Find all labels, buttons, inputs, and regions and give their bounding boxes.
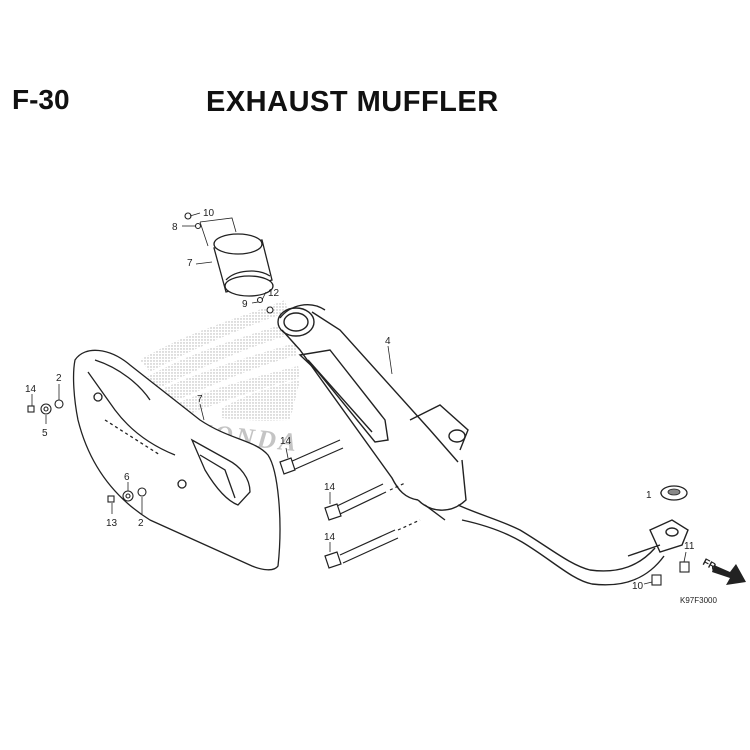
exhaust-pipe xyxy=(457,504,689,586)
callout-1: 1 xyxy=(646,490,652,501)
exhaust-pipe-gasket xyxy=(660,485,688,501)
muffler-protector xyxy=(72,349,281,571)
callout-14-upper: 14 xyxy=(280,436,292,447)
callout-13: 14 xyxy=(25,384,37,395)
leader-lines xyxy=(31,212,687,585)
callout-7: 7 xyxy=(187,258,193,269)
drawing-code: K97F3000 xyxy=(680,596,717,605)
callout-5: 6 xyxy=(124,472,130,483)
muffler-body xyxy=(277,304,469,521)
callout-9: 10 xyxy=(203,208,215,219)
callout-4: 5 xyxy=(42,428,48,439)
callout-8-lower: 9 xyxy=(242,299,248,310)
bolts xyxy=(279,439,421,569)
callout-2-upper: 2 xyxy=(56,373,62,384)
bolt-upper xyxy=(279,439,344,475)
exhaust-gasket xyxy=(213,233,274,297)
callout-10-left: 10 xyxy=(632,581,644,592)
callout-numbers: 10 8 7 12 9 4 7 14 2 5 14 6 14 13 2 14 1… xyxy=(25,208,695,592)
bolt-lower xyxy=(324,529,399,569)
callout-2-lower: 2 xyxy=(138,518,144,529)
page-code: F-30 xyxy=(12,84,70,115)
callout-10-right: 11 xyxy=(684,541,695,552)
callout-3: 4 xyxy=(385,336,391,347)
callout-8-upper: 8 xyxy=(172,222,178,233)
callout-11: 12 xyxy=(268,288,280,299)
bolt-middle xyxy=(324,483,387,521)
callout-6: 7 xyxy=(197,394,203,405)
callout-12: 13 xyxy=(106,518,118,529)
front-direction-arrow: FR. xyxy=(701,557,746,585)
callout-14-middle: 14 xyxy=(324,482,336,493)
callout-14-lower: 14 xyxy=(324,532,336,543)
page-title: EXHAUST MUFFLER xyxy=(206,86,499,118)
